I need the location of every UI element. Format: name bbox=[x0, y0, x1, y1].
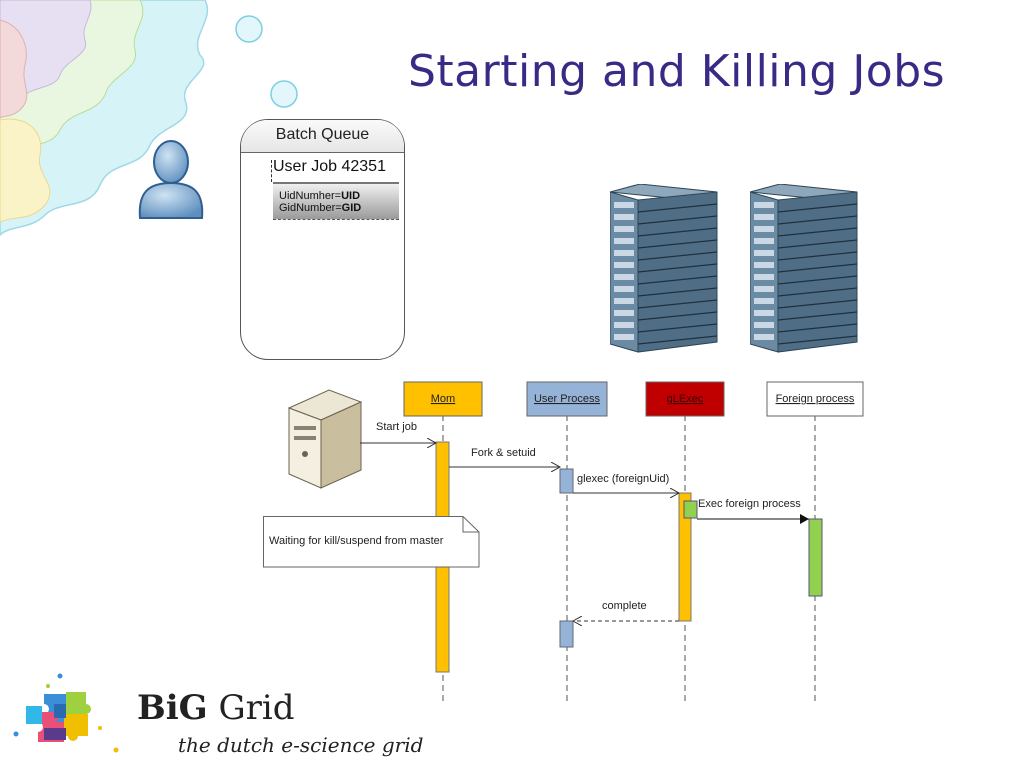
gid-value: GID bbox=[341, 202, 362, 214]
lifeline-header-glexec bbox=[645, 381, 725, 417]
activation-glexec-exec bbox=[683, 500, 698, 519]
note-shape bbox=[263, 516, 480, 568]
message-glexec-label: glexec (foreignUid) bbox=[577, 473, 669, 485]
sequence-diagram: Mom User Process gLExec Foreign process … bbox=[360, 381, 864, 705]
user-job-label: User Job 42351 bbox=[273, 158, 386, 175]
activation-glexec bbox=[678, 492, 692, 622]
user-icon bbox=[138, 140, 204, 219]
slide-title: Starting and Killing Jobs bbox=[408, 46, 946, 97]
activation-user-process-2 bbox=[559, 620, 574, 648]
wordmark-rest: Grid bbox=[207, 688, 295, 728]
lifeline-label-user-process: User Process bbox=[534, 393, 601, 405]
master-server-icon bbox=[287, 389, 363, 489]
waiting-note: Waiting for kill/suspend from master bbox=[263, 516, 480, 568]
lifeline-label-foreign-process: Foreign process bbox=[776, 393, 855, 405]
message-exec-foreign-label: Exec foreign process bbox=[698, 498, 801, 510]
uid-attribute: UidNumher=UID bbox=[279, 190, 399, 202]
activation-user-process-1 bbox=[559, 468, 574, 494]
server-rack-icon bbox=[610, 184, 718, 353]
big-grid-logo-icon bbox=[13, 673, 119, 753]
activation-foreign-process bbox=[808, 518, 823, 597]
big-grid-tagline: the dutch e-science grid bbox=[178, 733, 424, 757]
lifeline-header-user-process bbox=[526, 381, 608, 417]
note-text: Waiting for kill/suspend from master bbox=[269, 535, 444, 547]
server-rack-icon bbox=[750, 184, 858, 353]
gid-attribute: GidNumber=GID bbox=[279, 202, 399, 214]
message-start-job-label: Start job bbox=[376, 421, 417, 433]
lifeline-label-glexec: gLExec bbox=[667, 393, 704, 405]
batch-queue-title: Batch Queue bbox=[241, 120, 404, 153]
big-grid-wordmark: BiG Grid bbox=[137, 688, 295, 728]
message-complete-label: complete bbox=[602, 600, 647, 612]
lifeline-header-foreign-process bbox=[766, 381, 864, 417]
lifeline-header-mom bbox=[403, 381, 483, 417]
job-marker bbox=[271, 160, 272, 182]
lifeline-label-mom: Mom bbox=[431, 393, 455, 405]
message-fork-setuid-label: Fork & setuid bbox=[471, 447, 536, 459]
job-attributes: UidNumher=UID GidNumber=GID bbox=[273, 182, 399, 220]
batch-queue-panel: Batch Queue User Job 42351 UidNumher=UID… bbox=[240, 119, 405, 360]
decorative-background-shapes bbox=[0, 0, 298, 237]
wordmark-bold: BiG bbox=[137, 688, 208, 728]
uid-label: UidNumher= bbox=[279, 190, 342, 202]
gid-label: GidNumber= bbox=[279, 202, 342, 214]
uid-value: UID bbox=[341, 190, 361, 202]
